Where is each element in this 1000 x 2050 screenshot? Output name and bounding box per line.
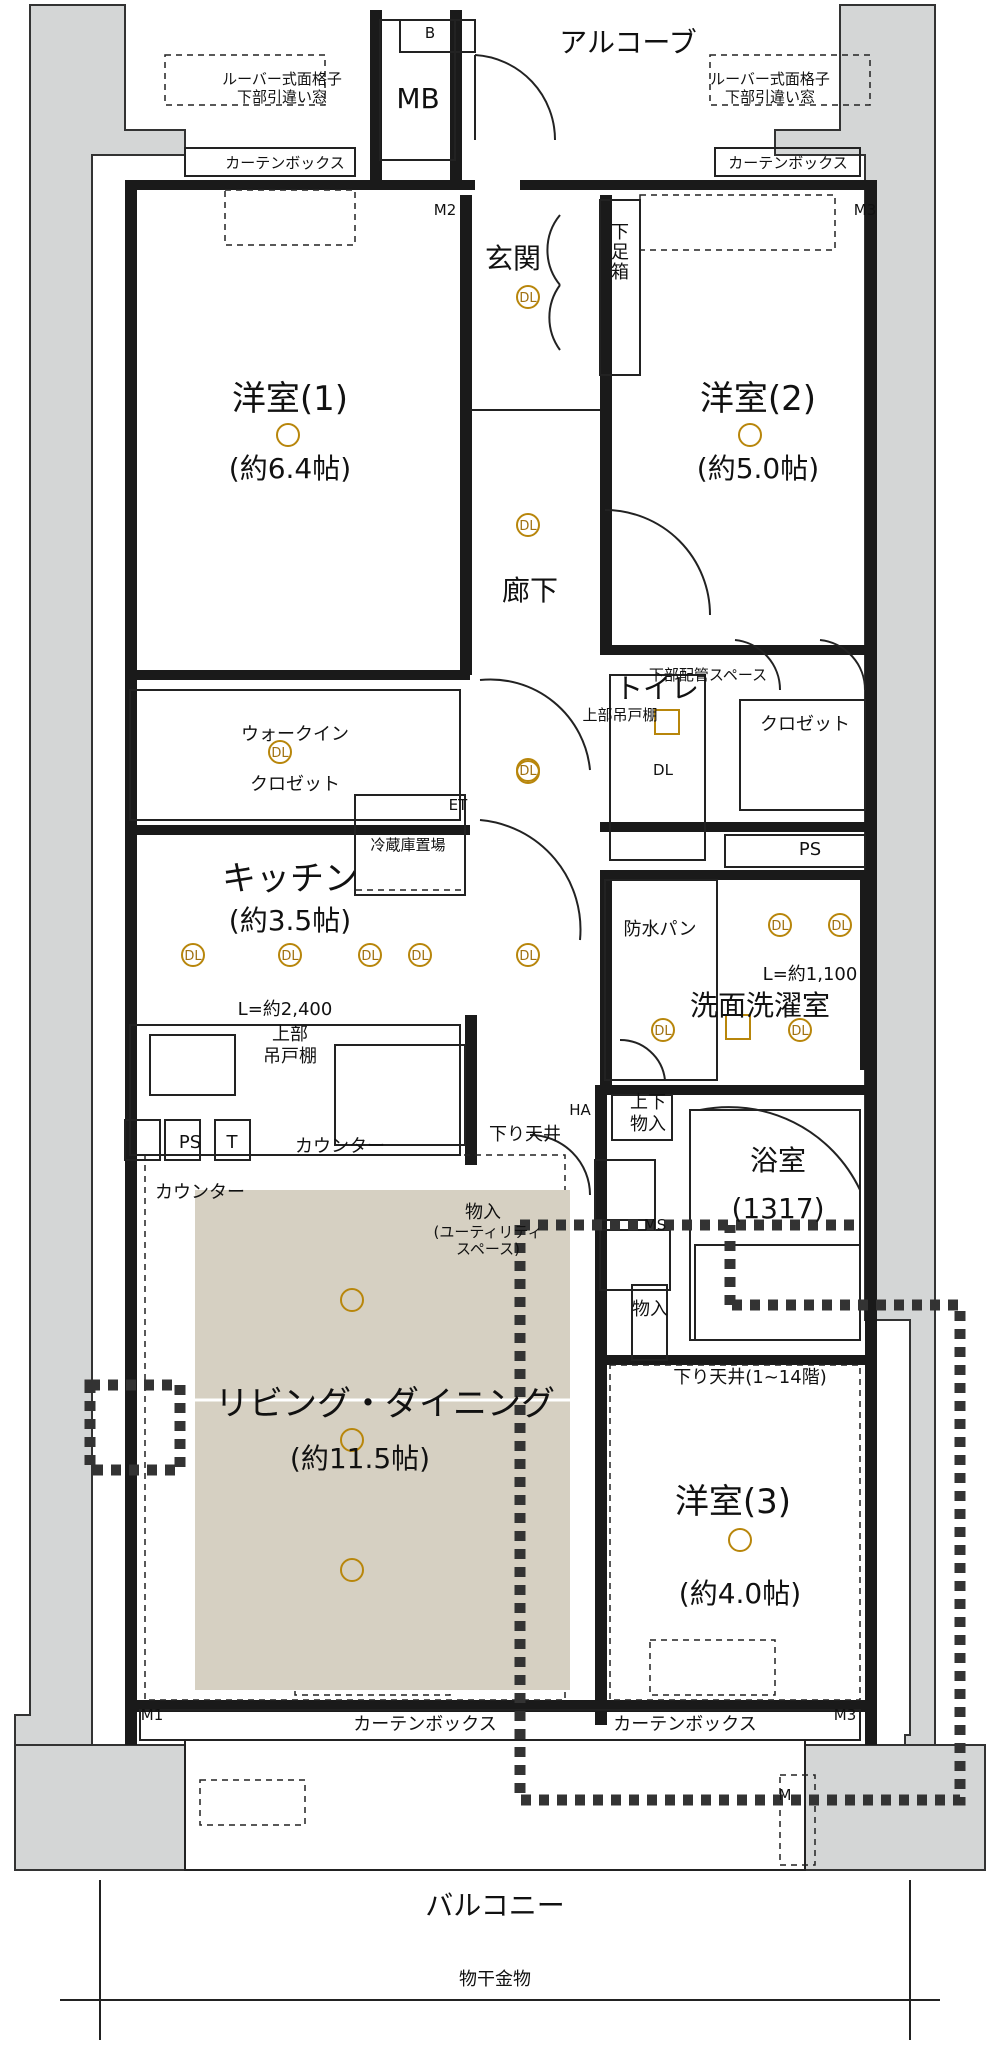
svg-text:DL: DL [791, 1024, 809, 1039]
corridor-label: 廊下 [502, 574, 558, 607]
m-mark-label: M [779, 1786, 792, 1804]
alcove-label: アルコーブ [559, 26, 696, 59]
entrance-label: 玄関 [485, 242, 541, 275]
l2400-label: L=約2,400 [238, 999, 333, 1020]
fixtures: DL DL DL DL DL DL DL DL DL DL DL DL DL [181, 285, 852, 1582]
mb-b-label: B [425, 24, 435, 42]
et-label: ET [449, 796, 468, 814]
svg-text:DL: DL [411, 949, 429, 964]
svg-text:DL: DL [271, 746, 289, 761]
utility-label-1: 物入 [465, 1202, 501, 1223]
room2-name: 洋室(2) [700, 379, 816, 419]
living-name: リビング・ダイニング [215, 1384, 555, 1424]
walls [125, 10, 877, 1745]
svg-text:DL: DL [519, 519, 537, 534]
doors [474, 54, 867, 1196]
storage-top-label: 上下 [630, 1092, 666, 1113]
t-mark-label: T [226, 1132, 239, 1153]
balcony-label: バルコニー [425, 1889, 564, 1922]
ps-right-label: PS [799, 839, 821, 860]
m3-bottom-label: M3 [834, 1706, 857, 1724]
upper-cabinet-k1: 上部 [272, 1024, 308, 1045]
fridge-label: 冷蔵庫置場 [370, 836, 445, 854]
living-floor-area [195, 1190, 570, 1690]
room1-name: 洋室(1) [232, 379, 348, 419]
closet-label: クロゼット [760, 714, 850, 735]
ms-label: MS [644, 1216, 666, 1234]
svg-text:DL: DL [654, 1024, 672, 1039]
counter1-label: カウンター [295, 1136, 385, 1157]
svg-text:DL: DL [519, 291, 537, 306]
curtain-box-left-label: カーテンボックス [225, 154, 345, 172]
svg-text:DL: DL [519, 949, 537, 964]
toilet-label: トイレ [615, 672, 699, 705]
lowered-ceiling-label: 下り天井 [489, 1124, 561, 1145]
curtain-box-right-label: カーテンボックス [728, 154, 848, 172]
kitchen-name: キッチン [222, 859, 358, 899]
counter2-label: カウンター [155, 1182, 245, 1203]
shoe-box-label-1: 下 [611, 222, 629, 243]
louver-left-label-2: 下部引違い窓 [237, 88, 327, 106]
l1100-label: L=約1,100 [763, 964, 858, 985]
svg-text:DL: DL [281, 949, 299, 964]
interior-lines [60, 19, 940, 2040]
mb-label: MB [396, 82, 439, 115]
storage-small-label: 物入 [632, 1299, 668, 1320]
utility-label-2: (ユーティリティ [433, 1223, 542, 1241]
pipe-space-label: 下部配管スペース [649, 666, 767, 684]
lowered-ceiling-floors-label: 下り天井(1~14階) [673, 1367, 826, 1388]
upper-cabinet-k2: 吊戸棚 [263, 1046, 317, 1067]
ha-label: HA [569, 1101, 591, 1119]
room2-size: (約5.0帖) [697, 452, 819, 485]
m2-label: M2 [434, 201, 457, 219]
upper-cabinet-label: 上部吊戸棚 [582, 706, 657, 724]
storage-top-label-2: 物入 [630, 1114, 666, 1135]
washroom-label: 洗面洗濯室 [690, 989, 830, 1022]
bathroom-size: (1317) [731, 1192, 824, 1225]
ps-left-label: PS [179, 1132, 201, 1153]
shoe-box-label-3: 箱 [611, 262, 629, 283]
room1-size: (約6.4帖) [229, 452, 351, 485]
drying-hardware-label: 物干金物 [459, 1969, 531, 1990]
svg-text:DL: DL [771, 919, 789, 934]
shoe-box-label-2: 足 [611, 242, 629, 263]
svg-text:DL: DL [184, 949, 202, 964]
room3-name: 洋室(3) [675, 1482, 791, 1522]
m1-label: M1 [141, 1706, 164, 1724]
kitchen-size: (約3.5帖) [229, 904, 351, 937]
dl-label: DL [653, 761, 674, 779]
louver-right-label: ルーバー式面格子 [710, 70, 830, 88]
curtain-box-br-label: カーテンボックス [613, 1714, 756, 1735]
living-size: (約11.5帖) [290, 1442, 430, 1475]
svg-text:DL: DL [361, 949, 379, 964]
louver-right-label-2: 下部引違い窓 [725, 88, 815, 106]
route-markers [84, 1219, 966, 1806]
utility-label-3: スペース) [456, 1240, 520, 1258]
bathroom-name: 浴室 [750, 1144, 806, 1177]
svg-text:DL: DL [831, 919, 849, 934]
walkin-label-2: クロゼット [250, 774, 340, 795]
m3-top-label: M3 [854, 201, 877, 219]
curtain-box-bl-label: カーテンボックス [353, 1714, 496, 1735]
walkin-label-1: ウォークイン [241, 724, 349, 745]
room3-size: (約4.0帖) [679, 1577, 801, 1610]
louver-left-label: ルーバー式面格子 [222, 70, 342, 88]
svg-text:DL: DL [519, 764, 537, 779]
waterproof-pan-label: 防水パン [624, 919, 697, 940]
